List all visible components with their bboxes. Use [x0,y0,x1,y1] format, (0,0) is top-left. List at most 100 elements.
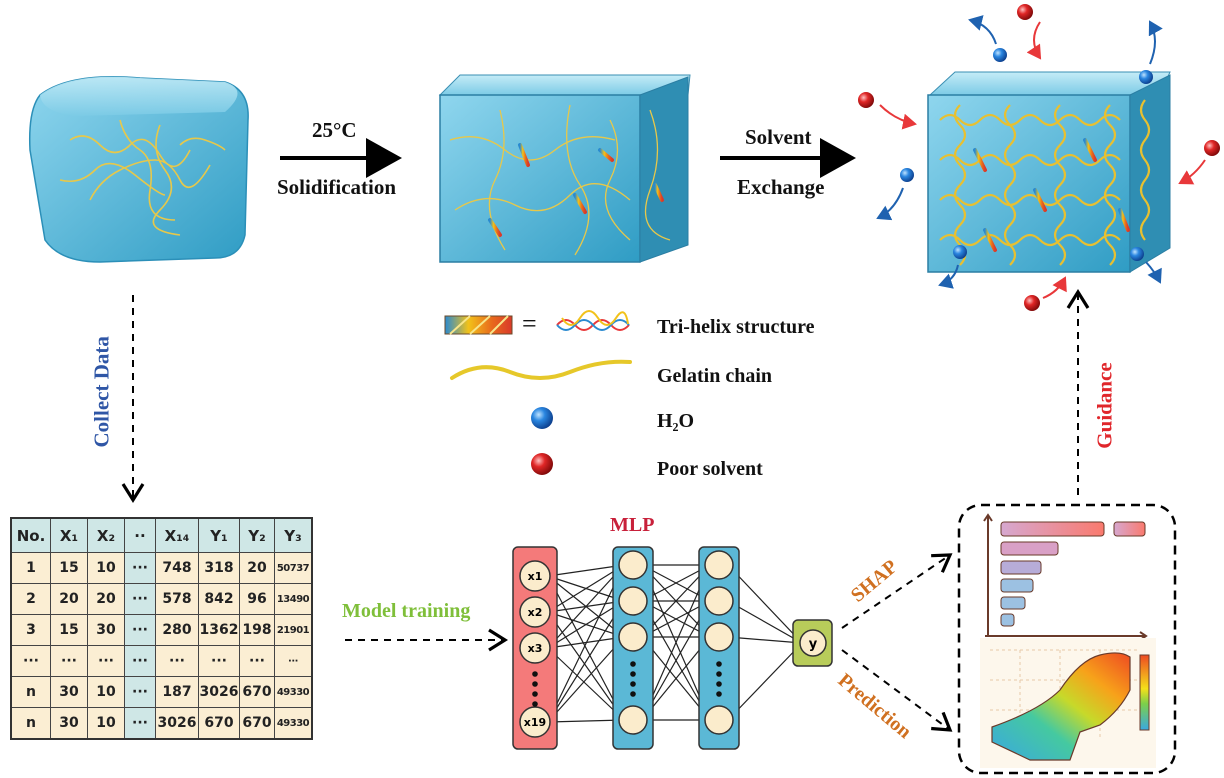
mlp-label: MLP [610,514,655,536]
mlp-link [727,636,803,644]
mlp-link [547,564,625,577]
table-cell: 20 [87,583,125,615]
table-cell: 30 [87,614,125,646]
table-cell: 30 [50,707,88,740]
table-cell: n [10,676,51,708]
table-cell: 198 [239,614,275,646]
table-cell: 13490 [274,583,313,615]
table-cell: 3 [10,614,51,646]
mlp-nodes: x1 x2 x3 x19 y [519,550,827,738]
table-cell: 10 [87,552,125,584]
table-cell: 280 [155,614,199,646]
table-cell: 20 [50,583,88,615]
table-cell: 670 [239,707,275,740]
output-node [799,629,827,657]
mlp-link [547,564,625,723]
mlp-link [727,600,803,644]
column-header: X₂ [87,517,125,553]
input-node-label: x3 [528,642,543,655]
input-node [519,560,551,592]
exchange-label: Exchange [737,175,825,199]
hidden-node [618,586,648,616]
table-cell: 578 [155,583,199,615]
column-header: X₁₄ [155,517,199,553]
hidden-node [704,550,734,580]
table-cell: ··· [50,645,88,677]
table-cell: 2 [10,583,51,615]
table-cell: ··· [124,583,156,615]
table-cell: 15 [50,552,88,584]
column-header: X₁ [50,517,88,553]
table-row: ························ [10,645,313,677]
table-cell: n [10,707,51,740]
table-cell: 1 [10,552,51,584]
mlp-link [547,564,625,613]
input-node-label: x19 [524,716,546,729]
input-node-label: x1 [528,570,543,583]
table-cell: 748 [155,552,199,584]
table-cell: 20 [239,552,275,584]
hidden-node [704,586,734,616]
hidden-node [618,622,648,652]
poor-solvent-molecule-icon [531,453,553,475]
mlp-link [547,636,625,723]
table-cell: ··· [274,645,313,677]
table-cell: ··· [87,645,125,677]
hidden-node [704,622,734,652]
table-cell: 49330 [274,676,313,708]
hidden-node [704,705,734,735]
mlp-link [547,600,625,723]
table-cell: 3026 [198,676,240,708]
input-node-label: x2 [528,606,543,619]
legend-poor-solvent: Poor solvent [657,458,763,480]
ellipsis-dot [716,661,722,667]
mlp-link [727,564,803,644]
tri-helix-icon [444,315,513,335]
mlp-link [547,600,625,649]
table-cell: 670 [239,676,275,708]
table-cell: 670 [198,707,240,740]
analysis-box [957,503,1177,775]
shap-bar-plot [983,513,1148,641]
table-cell: ··· [124,676,156,708]
table-cell: ··· [155,645,199,677]
column-header: Y₁ [198,517,240,553]
ellipsis-dot [630,661,636,667]
water-molecules-leaving [876,15,1163,289]
model-training-label: Model training [342,600,471,622]
table-cell: 10 [87,707,125,740]
solvent-label: Solvent [745,125,812,149]
guidance-label: Guidance [1092,362,1117,449]
table-cell: ··· [10,645,51,677]
temperature-label: 25°C [312,118,357,142]
ellipsis-dot [630,671,636,677]
table-cell: 15 [50,614,88,646]
mlp-link [547,719,625,723]
column-header: Y₂ [239,517,275,553]
ellipsis-dot [532,681,538,687]
mlp-link [547,575,625,721]
input-node [519,706,551,738]
table-cell: 96 [239,583,275,615]
table-cell: 318 [198,552,240,584]
hidden-node [618,550,648,580]
output-node-label: y [809,637,818,652]
input-node [519,596,551,628]
table-cell: 49330 [274,707,313,740]
poor-solvent-molecules-entering [858,4,1220,311]
table-cell: 187 [155,676,199,708]
tri-helix-strands-icon [556,310,630,331]
column-header: ·· [124,517,156,553]
table-cell: 1362 [198,614,240,646]
mlp-link [547,611,625,721]
water-molecule-icon [531,407,553,429]
mlp-connections [547,564,803,723]
ellipsis-dot [630,691,636,697]
